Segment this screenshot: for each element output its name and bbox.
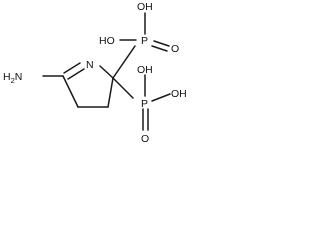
upper-oh-top-label: OH: [137, 1, 153, 13]
bond-c5-n-double-b: [67, 68, 85, 80]
amine-label-subscript: 2: [11, 76, 15, 85]
bond-p-lower-oh-right: [151, 93, 171, 102]
atom-labels: H2N N P OH HO O P OH OH O: [3, 1, 187, 145]
bond-c4-c5: [62, 75, 79, 108]
bond-c2-p-lower: [112, 77, 134, 99]
bond-n-c2: [99, 65, 114, 79]
lower-phosphorus-label: P: [141, 98, 148, 110]
amine-label-h: H: [3, 71, 11, 83]
amine-label-n: N: [15, 71, 23, 83]
bond-c5-n-double-a: [63, 62, 81, 74]
ring-nitrogen-label: N: [86, 59, 94, 71]
bonds: [42, 12, 171, 131]
upper-phosphorus-label: P: [141, 35, 148, 47]
bond-p-upper-oxo-a: [153, 40, 170, 47]
lower-oxo-label: O: [141, 133, 149, 145]
amine-label: H2N: [3, 71, 22, 85]
bond-c2-p-upper: [112, 45, 136, 79]
upper-oxo-label: O: [171, 43, 179, 55]
lower-oh-top-label: OH: [137, 64, 153, 76]
bond-p-upper-oxo-b: [151, 45, 168, 52]
lower-oh-right-label: OH: [171, 88, 187, 100]
upper-oh-left-label: HO: [99, 35, 115, 47]
molecule-structure-diagram: H2N N P OH HO O P OH OH O: [3, 1, 187, 145]
bond-c2-c3: [107, 77, 114, 108]
